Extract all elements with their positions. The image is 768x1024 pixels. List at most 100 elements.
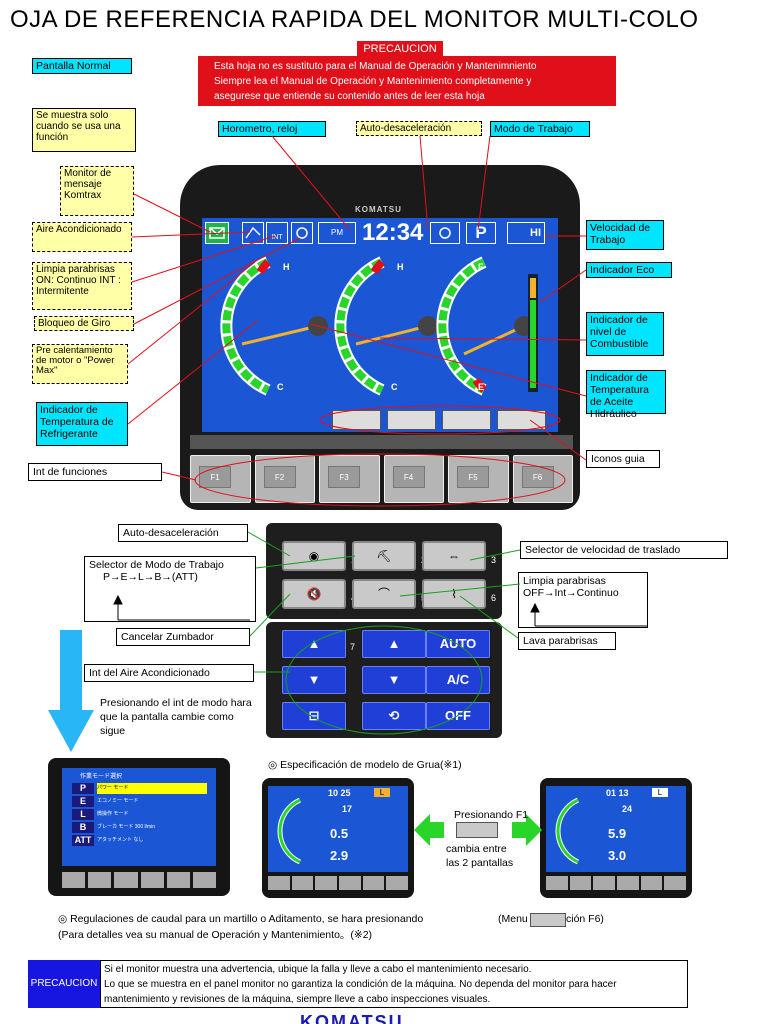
right-arrow-icon [512, 814, 542, 846]
camera-icon [332, 410, 381, 430]
mail-icon [205, 222, 229, 244]
buzzer-cancel-button[interactable]: 🔇4 [282, 579, 356, 609]
label-auto-desac-top: Auto-desaceleración [356, 121, 482, 136]
function-keys: F1 F2 F3 F4 F5 F6 [190, 455, 573, 503]
label-horometro: Horometro, reloj [218, 121, 326, 137]
label-pantalla-normal: Pantalla Normal [32, 58, 132, 74]
regulaciones-text: ◎ Regulaciones de caudal para un martill… [58, 913, 424, 925]
caution-tag: PRECAUCION [357, 41, 443, 57]
label-komtrax: Monitor de mensaje Komtrax [60, 166, 134, 216]
label-selector-vel: Selector de velocidad de traslado [520, 541, 728, 559]
label-bloqueo: Bloqueo de Giro [34, 316, 134, 331]
caution-box: Esta hoja no es sustituto para el Manual… [198, 56, 616, 106]
label-modo-trabajo-top: Modo de Trabajo [490, 121, 590, 137]
label-aire: Aire Acondicionado [32, 222, 132, 252]
label-cancelar: Cancelar Zumbador [116, 628, 250, 646]
ampm-indicator: PM [318, 222, 356, 244]
menu-post-text: ción F6) [566, 913, 604, 925]
ac-panel: ▲7 ▲8 AUTO ▼ ▼0 A/C ⊟ ⟲ OFF [266, 622, 502, 738]
hydraulic-oil-gauge [334, 256, 438, 396]
menu-key-icon [530, 913, 566, 927]
maintenance-icon [387, 410, 436, 430]
oil-hot-mark: H [397, 262, 404, 272]
menu-icon [497, 410, 546, 430]
temp-down-button[interactable]: ▼0 [362, 666, 435, 694]
fuel-gauge [436, 256, 534, 396]
guide-icons [332, 410, 546, 430]
ac-off-button[interactable]: OFF [426, 702, 490, 730]
oil-cold-mark: C [391, 382, 398, 392]
auto-decel-button[interactable]: ◉1 [282, 541, 356, 571]
menu-pre-text: (Menu [498, 913, 528, 925]
f4-key[interactable]: F4 [383, 455, 444, 503]
label-aceite: Indicador de Temperatura de Aceite Hidrá… [586, 370, 666, 420]
f1-key[interactable]: F1 [190, 455, 251, 503]
recirc-button[interactable]: ⟲ [362, 702, 426, 730]
label-velocidad-trabajo: Velocidad de Trabajo [586, 220, 664, 250]
auto-decel-display-icon [430, 222, 460, 244]
label-limpia-seq: Limpia parabrisas OFF→Int→Continuo [518, 572, 648, 628]
caution-line: Esta hoja no es sustituto para el Manual… [214, 61, 537, 72]
ac-auto-button[interactable]: AUTO [426, 630, 490, 658]
clock-display: 12:34 [362, 219, 424, 246]
fkey-arrow-strip [190, 435, 573, 449]
footer-caution-box: Si el monitor muestra una advertencia, u… [100, 960, 688, 1008]
coolant-cold-mark: C [277, 382, 284, 392]
f2-key[interactable]: F2 [254, 455, 315, 503]
screen-adjust-icon [442, 410, 491, 430]
caution-line: Siempre lea el Manual de Operación y Man… [214, 76, 532, 87]
left-arrow-icon [414, 814, 444, 846]
fuel-empty-mark: E [478, 382, 485, 392]
down-arrow-icon [48, 630, 94, 752]
wiper-button[interactable]: ⌒5 [352, 579, 426, 609]
gauges [220, 256, 538, 396]
label-int-aire: Int del Aire Acondicionado [84, 664, 254, 682]
swing-lock-icon [291, 222, 313, 244]
crane-monitor-right: 01 13 L 24 5.9 3.0 [540, 778, 692, 898]
eco-gauge [528, 274, 538, 392]
label-combustible: Indicador de nivel de Combustible [586, 312, 664, 356]
air-mode-button[interactable]: ⊟ [282, 702, 346, 730]
label-auto-desac: Auto-desaceleración [118, 524, 248, 542]
travel-speed-button[interactable]: ⇔3 [422, 541, 496, 571]
wiper-int-icon: INT [266, 222, 288, 244]
grua-text: ◎ Especificación de modelo de Grua(※1) [268, 759, 462, 771]
crane-monitor-left: 10 25 L 17 0.5 2.9 [262, 778, 414, 898]
washer-button[interactable]: ⌇6 [422, 579, 496, 609]
detalles-text: (Para detalles vea su manual de Operació… [58, 929, 373, 941]
cambia-text: cambia entre las 2 pantallas [446, 843, 514, 869]
caution-line: asegurese que entiende su contenido ante… [214, 91, 485, 102]
work-mode-button[interactable]: ⛏2 [352, 541, 426, 571]
f1-sample-key [456, 822, 498, 838]
label-limpia: Limpia parabrisas ON: Continuo INT : Int… [32, 262, 132, 310]
ac-icon [242, 222, 264, 244]
label-int-funciones: Int de funciones [28, 463, 162, 481]
ac-button[interactable]: A/C [426, 666, 490, 694]
monitor-brand: KOMATSU [355, 205, 402, 214]
label-lava: Lava parabrisas [518, 632, 616, 650]
switch-panel: ◉1 ⛏2 ⇔3 🔇4 ⌒5 ⌇6 [266, 523, 502, 619]
temp-up-button[interactable]: ▲8 [362, 630, 435, 658]
label-eco: Indicador Eco [586, 262, 672, 278]
f5-key[interactable]: F5 [448, 455, 509, 503]
label-iconos-guia: Iconos guia [586, 450, 660, 468]
page-title: OJA DE REFERENCIA RAPIDA DEL MONITOR MUL… [10, 6, 699, 33]
coolant-hot-mark: H [283, 262, 290, 272]
presionando-f1-text: Presionando F1 [454, 809, 529, 821]
f6-key[interactable]: F6 [512, 455, 573, 503]
label-solo-funcion: Se muestra solo cuando se usa una funció… [32, 108, 136, 152]
label-refrigerante: Indicador de Temperatura de Refrigerante [36, 402, 128, 446]
fuel-full-mark: F [478, 262, 484, 272]
fan-down-button[interactable]: ▼ [282, 666, 346, 694]
label-selector-modo: Selector de Modo de Trabajo P→E→L→B→(ATT… [84, 556, 256, 622]
fan-up-button[interactable]: ▲7 [282, 630, 355, 658]
f3-key[interactable]: F3 [319, 455, 380, 503]
coolant-gauge [220, 256, 328, 396]
presionando-modo-text: Presionando el int de modo hara que la p… [100, 697, 252, 737]
footer-caution-tag: PRECAUCION [28, 960, 100, 1008]
komatsu-logo: KOMATSU [300, 1012, 404, 1024]
label-precalentamiento: Pre calentamiento de motor o "Power Max" [32, 344, 128, 384]
work-mode-display: P [466, 222, 496, 244]
